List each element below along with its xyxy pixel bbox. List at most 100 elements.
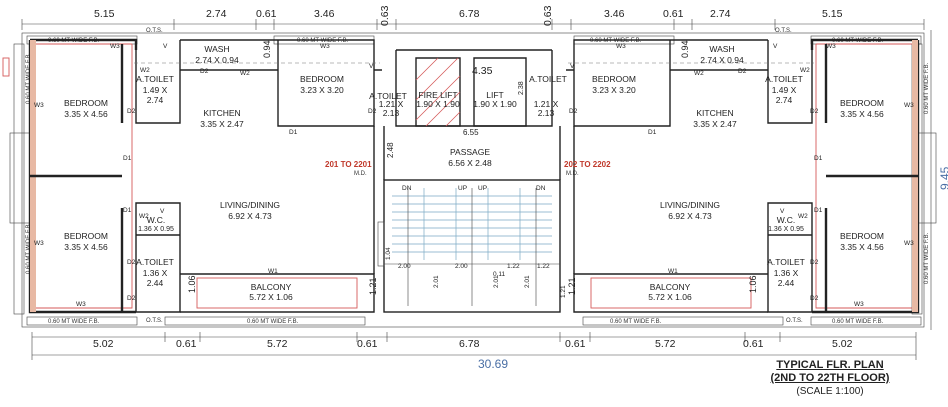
top-dim-11: 5.15 — [822, 8, 843, 20]
left-ots-top: O.T.S. — [146, 28, 163, 34]
right-d2-4: D2 — [810, 295, 819, 302]
left-d2-5: D2 — [368, 108, 377, 115]
right-w3-3: W3 — [904, 240, 914, 247]
top-dim-8: 3.46 — [604, 8, 625, 20]
top-dim-2: 2.74 — [206, 8, 227, 20]
drawing-floors: (2ND TO 22TH FLOOR) — [770, 372, 890, 384]
left-bedroom-walls — [30, 44, 124, 312]
right-unit-sub: M.D. — [566, 171, 579, 177]
core: FIRE LIFT 1.90 X 1.90 LIFT 1.90 X 1.90 4… — [377, 49, 561, 313]
fire-lift-shaft — [415, 57, 461, 127]
right-v-2: V — [570, 63, 575, 70]
right-fb-bottom — [810, 316, 922, 326]
right-w2-2: W2 — [800, 67, 810, 74]
stair-side-left: 1.04 — [385, 247, 392, 260]
core-passage-width: 6.55 — [463, 128, 479, 137]
left-wash-name: WASH — [204, 44, 229, 54]
right-w2-3: W2 — [798, 213, 808, 220]
right-094: 0.94 — [680, 40, 690, 58]
right-balcony-h: 1.06 — [748, 275, 758, 293]
stair-side-right: 1.21 — [560, 285, 567, 298]
bottom-dim-8: 0.61 — [743, 338, 764, 350]
left-v-1: V — [163, 43, 168, 50]
right-living-size: 6.92 X 4.73 — [668, 211, 712, 221]
left-v-2: V — [369, 63, 374, 70]
overall-width: 30.69 — [478, 357, 508, 371]
left-bedroom-top-size: 3.35 X 4.56 — [64, 109, 108, 119]
right-balcony-walls — [573, 273, 768, 313]
stair-dn-2: DN — [536, 185, 546, 192]
building-outline — [21, 32, 925, 328]
left-d2-2: D2 — [127, 108, 136, 115]
left-bedroom-top-name: BEDROOM — [64, 98, 108, 108]
passage-walls — [383, 126, 561, 180]
left-living-size: 6.92 X 4.73 — [228, 211, 272, 221]
right-core-wall — [566, 69, 575, 274]
left-wc-size: 1.36 X 0.95 — [138, 226, 174, 233]
stair-arrows — [407, 188, 537, 306]
right-bedroom-mid-name: BEDROOM — [592, 74, 636, 84]
left-w2-2: W2 — [140, 67, 150, 74]
right-w3-1: W3 — [826, 43, 836, 50]
right-ots-top: O.T.S. — [775, 28, 792, 34]
left-fb-bottom2-label: 0.60 MT WIDE F.B. — [247, 319, 299, 325]
right-bedroom-bottom-size: 3.35 X 4.56 — [840, 242, 884, 252]
right-fb-bottom2 — [582, 316, 784, 326]
top-dim-4: 3.46 — [314, 8, 335, 20]
right-fb-top2-label: 0.60 MT WIDE F.B. — [590, 38, 642, 44]
right-w1: W1 — [668, 268, 678, 275]
right-toilet-top-size: 1.49 X — [772, 85, 797, 95]
left-d1-1: D1 — [123, 155, 132, 162]
right-bedroom-walls — [824, 44, 918, 312]
left-toilet-bottom-size2: 2.44 — [147, 278, 164, 288]
bottom-dim-3: 5.72 — [267, 338, 288, 350]
right-toilet-mid-size2: 2.13 — [538, 108, 555, 118]
left-toilet-top-name: A.TOILET — [136, 74, 174, 84]
left-side-window — [9, 132, 33, 224]
left-balcony-red — [196, 277, 358, 309]
left-toilet-top-size2: 2.74 — [147, 95, 164, 105]
bottom-dim-1: 5.02 — [93, 338, 114, 350]
lift-size: 1.90 X 1.90 — [473, 99, 517, 109]
drawing-title-block: TYPICAL FLR. PLAN (2ND TO 22TH FLOOR) (S… — [730, 359, 930, 398]
right-wash-size: 2.74 X 0.94 — [700, 55, 744, 65]
left-fb-top2-label: 0.60 MT WIDE F.B. — [297, 38, 349, 44]
left-toilet-top-size: 1.49 X — [143, 85, 168, 95]
core-passage-depth: 2.48 — [386, 142, 395, 158]
fire-lift-hatching — [415, 57, 461, 127]
stair-h1: 2.01 — [433, 275, 440, 288]
right-w3-4: W3 — [854, 301, 864, 308]
right-bedroom-top-size: 3.35 X 4.56 — [840, 109, 884, 119]
top-dim-9: 0.61 — [663, 8, 684, 20]
left-unit-sub: M.D. — [354, 171, 367, 177]
right-fb-side-label-1: 0.60 MT WIDE F.B. — [924, 62, 930, 114]
right-w2-1: W2 — [694, 70, 704, 77]
right-kitchen-name: KITCHEN — [696, 108, 733, 118]
right-v-3: V — [780, 208, 785, 215]
right-bedroom-mid-size: 3.23 X 3.20 — [592, 85, 636, 95]
left-core-window — [377, 221, 385, 267]
stair-dim-c: 1.22 — [507, 263, 520, 270]
left-balcony-h: 1.06 — [187, 275, 197, 293]
stair-dim-a: 2.00 — [398, 263, 411, 270]
left-bedroom-bottom-name: BEDROOM — [64, 231, 108, 241]
left-w3-5: W3 — [320, 43, 330, 50]
bottom-dim-4: 0.61 — [357, 338, 378, 350]
left-w3-4: W3 — [76, 301, 86, 308]
left-094: 0.94 — [262, 40, 272, 58]
right-d1-3: D1 — [648, 129, 657, 136]
left-marker — [2, 57, 10, 77]
top-dim-3: 0.61 — [256, 8, 277, 20]
stair-h2: 2.01 — [493, 275, 500, 288]
top-dim-5: 0.63 — [379, 5, 391, 26]
top-dim-6: 6.78 — [459, 8, 480, 20]
left-d2-3: D2 — [127, 259, 136, 266]
left-w3-2: W3 — [34, 102, 44, 109]
drawing-title: TYPICAL FLR. PLAN — [776, 359, 884, 371]
left-balcony-name: BALCONY — [251, 282, 292, 292]
right-fb-side-label-2: 0.60 MT WIDE F.B. — [924, 232, 930, 284]
lift-name: LIFT — [486, 90, 503, 100]
stair-h3: 2.01 — [524, 275, 531, 288]
right-d1-1: D1 — [814, 155, 823, 162]
